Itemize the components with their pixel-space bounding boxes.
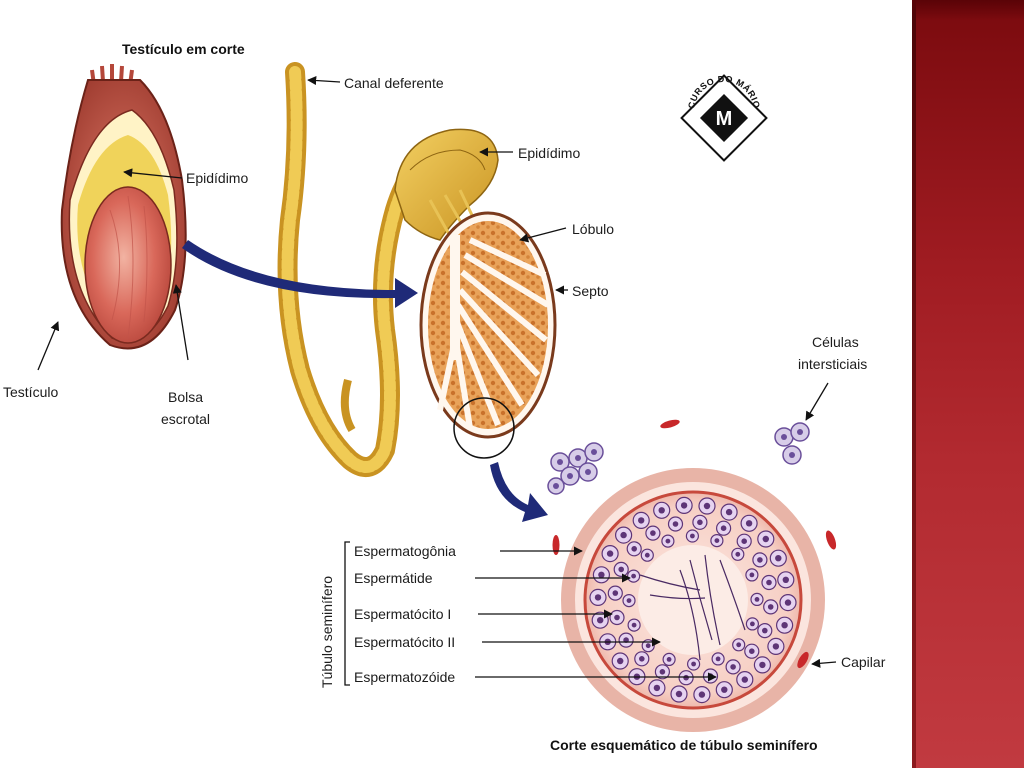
slide-content-area: M CURSO DO MÁRIO Testículo em corte Cana… [3,41,886,753]
curso-do-mario-logo: M CURSO DO MÁRIO [680,74,768,162]
label-espermatozoide: Espermatozóide [354,669,455,685]
label-lobulo: Lóbulo [572,221,614,237]
leader-lines [37,75,837,682]
label-septo: Septo [572,283,609,299]
magnify-circle [453,397,515,459]
zoom-arrow-1 [182,240,418,308]
decorative-side-band [912,0,1024,768]
label-espermatocito-2: Espermatócito II [354,634,455,650]
label-celulas: Células [812,334,859,350]
label-escrotal: escrotal [161,411,210,427]
testicle-section-illustration [60,64,187,350]
label-capilar: Capilar [841,654,886,670]
label-epididimo-left: Epidídimo [186,170,248,186]
vas-deferens-illustration [277,62,455,477]
label-bolsa: Bolsa [168,389,203,405]
label-tubulo-seminifero: Túbulo seminífero [319,576,335,688]
label-canal-deferente: Canal deferente [344,75,444,91]
reproductive-diagram: M CURSO DO MÁRIO Testículo em corte Cana… [3,41,886,753]
title-testiculo-em-corte: Testículo em corte [122,41,245,57]
label-testiculo: Testículo [3,384,58,400]
logo-letter: M [716,108,733,130]
testis-lobules-illustration [419,211,557,459]
label-espermatogonia: Espermatogônia [354,543,456,559]
label-espermatide: Espermátide [354,570,433,586]
zoom-arrow-2 [490,462,548,522]
label-epididimo-right: Epidídimo [518,145,580,161]
title-corte-esquematico: Corte esquemático de túbulo seminífero [550,737,818,753]
tubule-bracket [344,541,350,686]
label-espermatocito-1: Espermatócito I [354,606,451,622]
seminiferous-tubule-illustration [547,419,837,732]
label-intersticiais: intersticiais [798,356,867,372]
